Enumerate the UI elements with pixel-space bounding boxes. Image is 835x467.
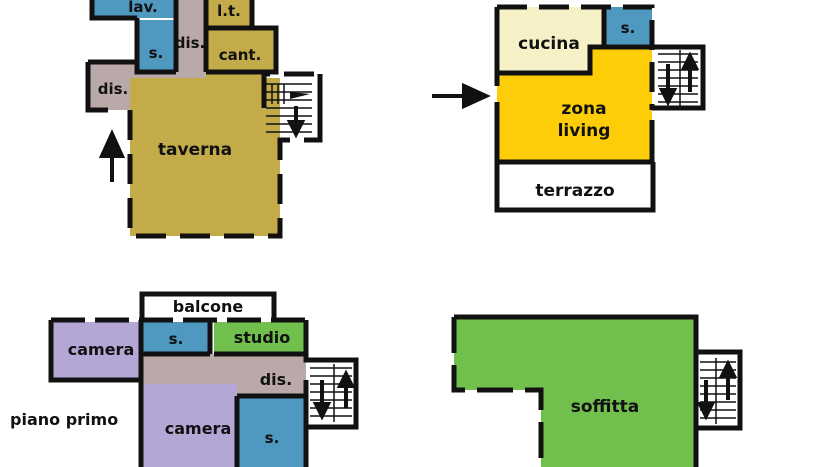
label-zona: zona bbox=[561, 99, 606, 119]
room-s-bottom bbox=[239, 396, 307, 467]
label-cucina: cucina bbox=[518, 34, 580, 54]
room-soffitta bbox=[454, 317, 696, 467]
label-taverna: taverna bbox=[158, 140, 232, 160]
label-lt: l.t. bbox=[217, 2, 241, 20]
taverna-staircase bbox=[266, 83, 312, 133]
stair-up-arrow-icon bbox=[336, 369, 356, 408]
room-bath bbox=[604, 7, 652, 45]
label-terrazzo: terrazzo bbox=[535, 181, 614, 201]
room-cant bbox=[206, 28, 276, 72]
room-terrazzo bbox=[497, 162, 653, 210]
stair-down-arrow-icon bbox=[286, 106, 306, 139]
label-s: s. bbox=[149, 44, 164, 62]
first-floor-walls bbox=[48, 291, 359, 467]
taverna-floor-plan: lav. l.t. s. dis. cant. dis. taverna bbox=[85, 0, 323, 239]
room-cucina bbox=[497, 7, 602, 73]
ground-floor-walls bbox=[494, 4, 706, 213]
label-camera-bottom: camera bbox=[165, 419, 232, 438]
room-dis-top bbox=[176, 0, 206, 78]
attic-staircase bbox=[700, 358, 736, 424]
room-lt bbox=[206, 0, 252, 28]
room-studio bbox=[214, 322, 304, 354]
room-s-top bbox=[142, 322, 210, 354]
room-lav bbox=[92, 0, 176, 18]
label-dis-left: dis. bbox=[98, 80, 129, 98]
label-dis-top: dis. bbox=[175, 34, 206, 52]
entrance-arrow-icon bbox=[98, 129, 126, 182]
label-s-top: s. bbox=[169, 330, 184, 348]
first-floor-staircase bbox=[310, 364, 352, 422]
label-lav: lav. bbox=[128, 0, 158, 16]
room-dis-link bbox=[138, 72, 206, 80]
stair-right-arrow-icon bbox=[290, 92, 310, 99]
stair-up-arrow-icon bbox=[680, 51, 700, 92]
label-s: s. bbox=[621, 19, 636, 37]
label-cant: cant. bbox=[219, 46, 262, 64]
room-camera-left bbox=[51, 322, 141, 380]
label-dis: dis. bbox=[260, 370, 293, 389]
room-zona-living bbox=[497, 47, 652, 162]
entrance-arrow-icon bbox=[432, 82, 491, 110]
label-soffitta: soffitta bbox=[571, 397, 639, 417]
ground-floor-plan: cucina s. zona living terrazzo bbox=[432, 4, 706, 213]
room-s-small bbox=[137, 20, 176, 72]
taverna-floor-walls bbox=[85, 0, 323, 239]
room-balcone bbox=[142, 294, 274, 318]
stair-down-arrow-icon bbox=[658, 64, 678, 107]
label-studio: studio bbox=[234, 328, 291, 347]
ground-floor-staircase bbox=[658, 50, 698, 106]
stair-down-arrow-icon bbox=[696, 380, 716, 421]
room-taverna-ext bbox=[206, 72, 266, 136]
attic-floor-walls bbox=[451, 314, 743, 467]
label-camera-left: camera bbox=[68, 340, 135, 359]
attic-floor-plan: soffitta bbox=[451, 314, 743, 467]
label-balcone: balcone bbox=[173, 297, 244, 316]
label-s-bottom: s. bbox=[265, 429, 280, 447]
label-living: living bbox=[558, 121, 611, 141]
room-dis-left bbox=[88, 62, 138, 110]
floor-title-piano-primo: piano primo bbox=[10, 410, 118, 429]
first-floor-plan: balcone camera s. studio dis. camera s. … bbox=[10, 291, 359, 467]
stair-up-arrow-icon bbox=[718, 359, 738, 400]
stair-down-arrow-icon bbox=[312, 380, 332, 421]
room-camera-bottom bbox=[141, 384, 237, 467]
